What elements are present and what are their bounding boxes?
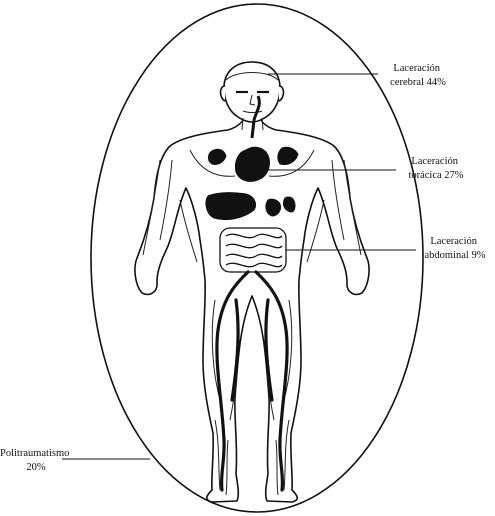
label-toracica: Laceración torácica 27% — [408, 156, 463, 181]
label-toracica-line2: torácica 27% — [408, 170, 463, 181]
stomach — [266, 199, 281, 216]
label-toracica-line1: Laceración — [411, 156, 458, 167]
label-politrauma-line2: 20% — [26, 462, 46, 473]
label-abdominal: Laceración abdominal 9% — [425, 236, 486, 261]
label-cerebral-line1: Laceración — [393, 63, 440, 74]
human-figure — [135, 62, 369, 502]
label-politrauma: Politraumatismo 20% — [0, 448, 72, 473]
head — [224, 62, 280, 122]
label-cerebral: Laceración cerebral 44% — [390, 63, 446, 88]
label-abdominal-line2: abdominal 9% — [425, 250, 486, 261]
label-abdominal-line1: Laceración — [430, 236, 477, 247]
label-politrauma-line1: Politraumatismo — [0, 448, 69, 459]
heart — [235, 147, 269, 181]
label-cerebral-line2: cerebral 44% — [390, 77, 446, 88]
